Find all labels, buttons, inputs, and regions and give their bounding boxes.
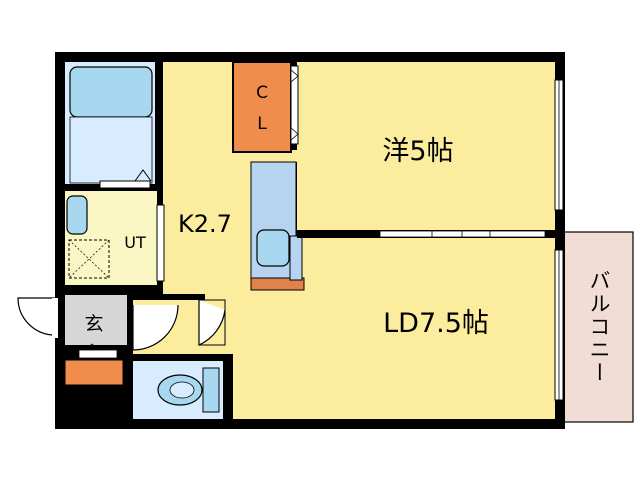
balcony-label: バルコニー xyxy=(587,270,611,385)
western-room-floor xyxy=(297,62,555,230)
sink-icon xyxy=(256,229,290,267)
washer-pan-icon xyxy=(68,239,110,279)
washbasin-icon xyxy=(66,195,88,235)
entrance-floor xyxy=(65,295,127,345)
sliding-door xyxy=(379,230,546,238)
utility-label: UT xyxy=(124,233,146,252)
shoe-cabinet xyxy=(64,359,124,386)
toilet-door xyxy=(132,304,179,351)
bathtub-icon xyxy=(69,66,153,118)
balcony-area xyxy=(562,231,634,423)
closet-label-l: L xyxy=(257,114,267,134)
utility-door xyxy=(156,204,165,282)
entrance-label: 玄 xyxy=(84,313,103,335)
bath-door xyxy=(99,180,151,189)
kitchen-label: K2.7 xyxy=(178,210,232,238)
closet-label-c: C xyxy=(256,83,268,103)
ld-label: LD7.5帖 xyxy=(383,308,489,339)
counter-base xyxy=(250,277,305,291)
western-room-label: 洋5帖 xyxy=(382,136,453,167)
door-swing-icon xyxy=(17,297,56,336)
closet-door xyxy=(290,65,299,145)
toilet-tank xyxy=(202,367,220,413)
closet xyxy=(232,61,292,153)
